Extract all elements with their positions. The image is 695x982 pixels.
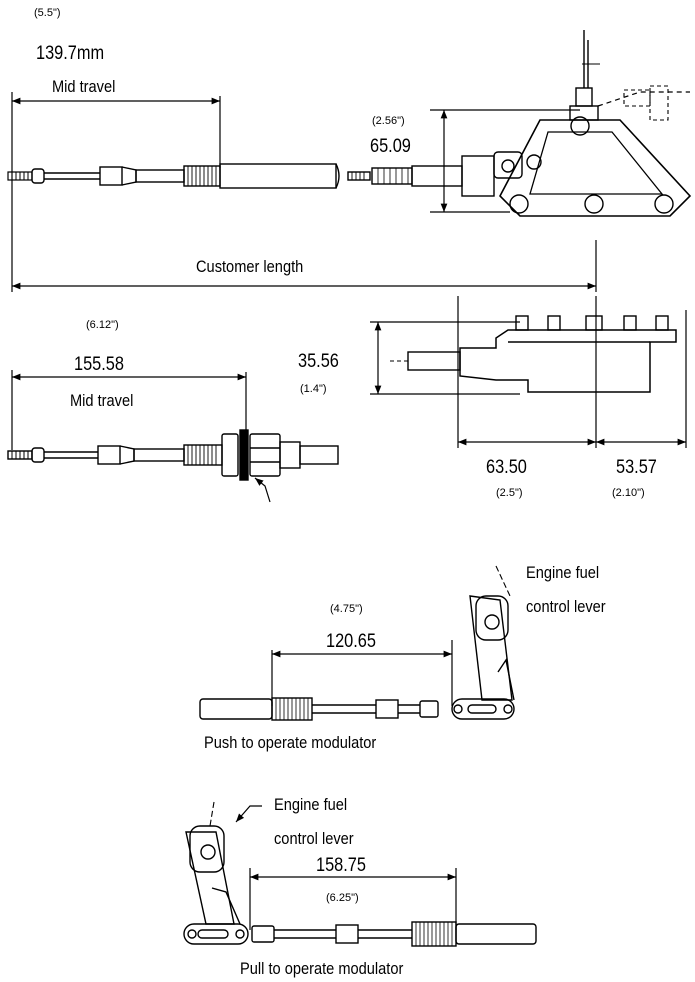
side-width2-mm: 53.57	[616, 457, 657, 478]
top-height-mm: 65.09	[370, 136, 411, 157]
push-dimension-mm: 120.65	[326, 631, 376, 652]
side-width1-mm: 63.50	[486, 457, 527, 478]
side-height-mm: 35.56	[298, 351, 339, 372]
pull-dimension-inches: (6.25")	[326, 892, 359, 904]
middle-cable	[7, 370, 339, 503]
push-lever-label-line1: Engine fuel	[526, 563, 600, 582]
push-lever-label-line2: control lever	[526, 597, 606, 616]
top-travel-inches: (5.5")	[34, 7, 61, 19]
top-height-inches: (2.56")	[372, 115, 405, 127]
pull-assembly	[183, 801, 537, 947]
side-height-inches: (1.4")	[300, 383, 327, 395]
middle-travel-inches: (6.12")	[86, 319, 119, 331]
side-view-block	[370, 296, 687, 448]
pull-caption: Pull to operate modulator	[240, 959, 404, 978]
pull-lever-label-line2: control lever	[274, 829, 354, 848]
side-width1-inches: (2.5")	[496, 487, 523, 499]
pull-lever-label-line1: Engine fuel	[274, 795, 348, 814]
pull-dimension-mm: 158.75	[316, 855, 366, 876]
side-width2-inches: (2.10")	[612, 487, 645, 499]
top-travel-mm: 139.7mm	[36, 43, 105, 64]
middle-mid-travel-label: Mid travel	[70, 391, 134, 410]
top-bracket	[347, 30, 692, 217]
middle-travel-mm: 155.58	[74, 354, 124, 375]
push-caption: Push to operate modulator	[204, 733, 377, 752]
top-mid-travel-label: Mid travel	[52, 77, 116, 96]
customer-length-label: Customer length	[196, 257, 304, 276]
push-assembly	[199, 565, 515, 721]
push-dimension-inches: (4.75")	[330, 603, 363, 615]
top-cable	[7, 92, 340, 292]
